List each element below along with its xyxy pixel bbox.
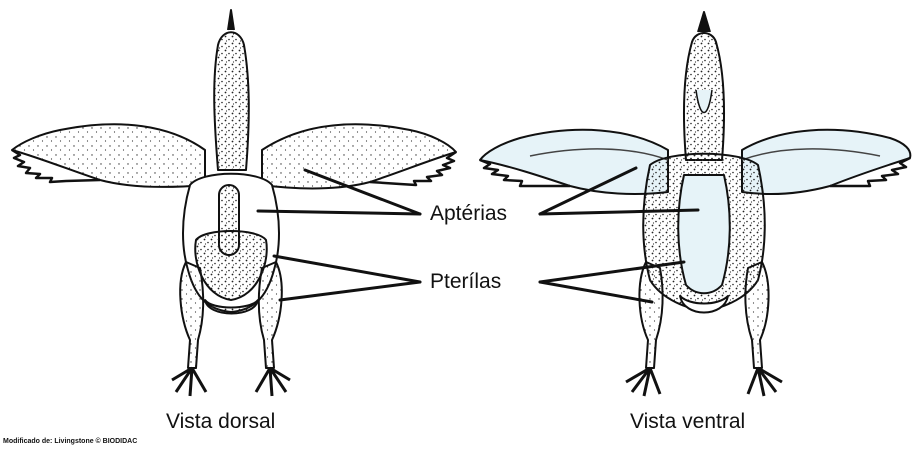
ventral-right-foot <box>748 368 782 396</box>
dorsal-view-caption: Vista dorsal <box>166 410 275 434</box>
pterilas-leader-dorsal-leg <box>280 282 420 300</box>
pterilas-label: Pterílas <box>430 270 501 294</box>
ventral-apteria <box>678 175 730 293</box>
ventral-right-leg <box>745 262 768 368</box>
dorsal-left-leg <box>180 262 203 368</box>
apterias-label: Aptérias <box>430 202 507 226</box>
ventral-bird-illustration <box>480 12 910 396</box>
pterilas-leader-ventral-leg <box>540 282 652 302</box>
dorsal-left-foot <box>172 368 206 396</box>
dorsal-neck <box>214 32 249 170</box>
apterias-leader-dorsal-body <box>258 211 420 214</box>
pterilas-leader-dorsal-back <box>274 256 420 282</box>
ventral-view-caption: Vista ventral <box>630 410 745 434</box>
image-credit: Modificado de: Livingstone © BIODIDAC <box>3 438 137 445</box>
ventral-right-wing <box>742 130 910 194</box>
ventral-left-leg <box>639 262 662 368</box>
dorsal-right-wing <box>262 124 456 188</box>
dorsal-right-leg <box>259 262 282 368</box>
ventral-left-wing <box>480 130 668 194</box>
dorsal-right-foot <box>256 368 290 396</box>
ventral-left-foot <box>626 368 660 396</box>
